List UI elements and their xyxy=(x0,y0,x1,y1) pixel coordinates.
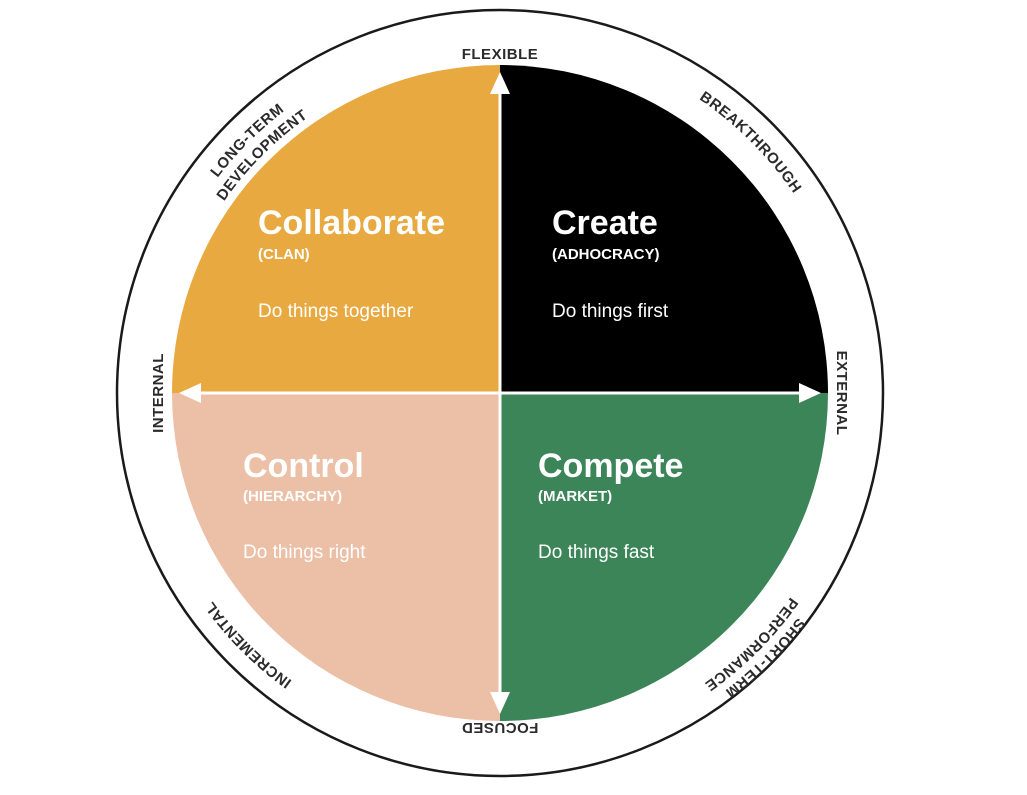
axis-label-flexible: FLEXIBLE xyxy=(462,46,539,63)
quadrant-collaborate-description: Do things together xyxy=(258,301,414,322)
quadrant-compete-description: Do things fast xyxy=(538,542,655,563)
outer-ring xyxy=(115,8,885,778)
quadrant-control-text: Control (HIERARCHY) Do things right xyxy=(243,447,366,563)
axis-label-external: EXTERNAL xyxy=(833,351,850,436)
quadrant-compete-subtitle: (MARKET) xyxy=(538,488,612,505)
quadrant-create-description: Do things first xyxy=(552,301,669,322)
quadrant-collaborate-title: Collaborate xyxy=(258,204,445,242)
quadrant-compete-title: Compete xyxy=(538,447,683,485)
axis-arrowheads xyxy=(179,72,821,714)
axis-label-internal: INTERNAL xyxy=(150,353,167,433)
quadrant-collaborate-text: Collaborate (CLAN) Do things together xyxy=(258,204,445,322)
quadrant-create xyxy=(500,65,828,393)
quadrant-compete xyxy=(500,393,828,721)
quadrant-control-subtitle: (HIERARCHY) xyxy=(243,488,342,505)
quadrant-create-text: Create (ADHOCRACY) Do things first xyxy=(552,204,669,322)
axis-lines xyxy=(200,92,800,694)
quadrant-create-title: Create xyxy=(552,204,658,242)
arrow-right-icon xyxy=(799,383,821,403)
quadrant-control-title: Control xyxy=(243,447,364,485)
quadrant-collaborate-subtitle: (CLAN) xyxy=(258,246,310,263)
quadrant-control-description: Do things right xyxy=(243,542,366,563)
arrow-up-icon xyxy=(490,72,510,94)
quadrant-collaborate xyxy=(172,65,500,393)
arrow-left-icon xyxy=(179,383,201,403)
quadrant-control xyxy=(172,393,500,721)
quadrant-create-subtitle: (ADHOCRACY) xyxy=(552,246,660,263)
quadrant-compete-text: Compete (MARKET) Do things fast xyxy=(538,447,683,563)
arrow-down-icon xyxy=(490,692,510,714)
axis-label-focused: FOCUSED xyxy=(462,719,539,736)
